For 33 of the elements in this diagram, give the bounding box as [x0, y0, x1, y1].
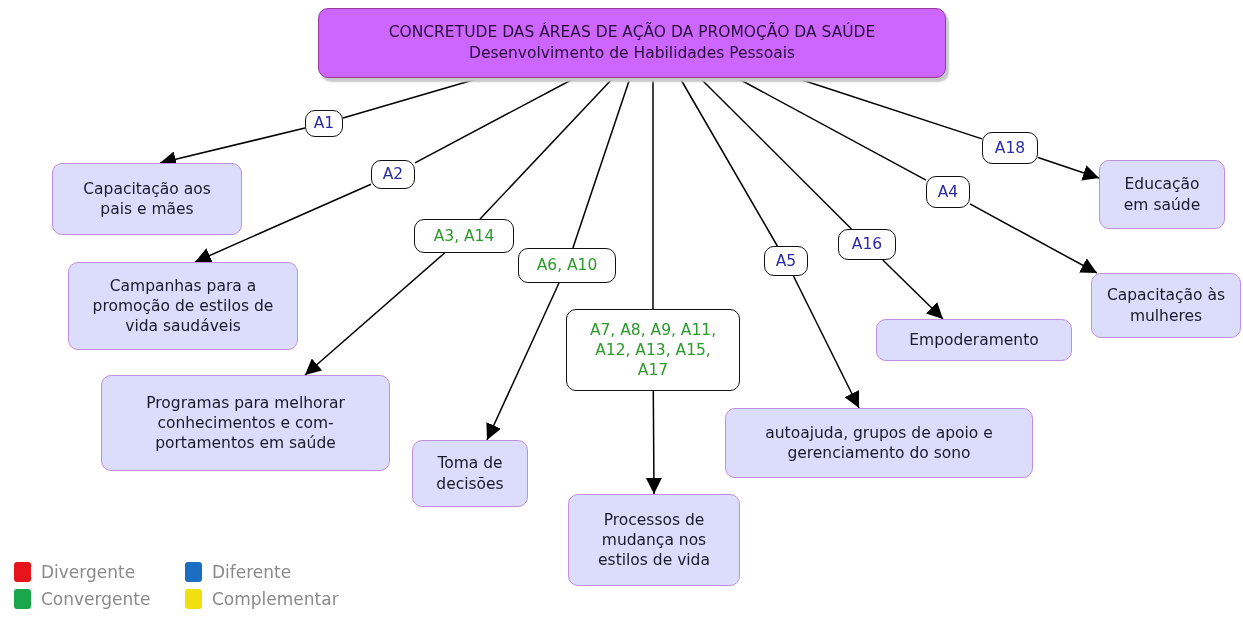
concept-box: Programas para melhorar conhecimentos e com- portamentos em saúde [101, 375, 390, 471]
connector-arrow [486, 282, 560, 441]
node-heading: CONCRETUDE DAS ÁREAS DE AÇÃO DA PROMOÇÃO DA SAÚDE [388, 22, 876, 43]
concept-box: Capacitação aos pais e mães [52, 163, 242, 235]
concept-box: Campanhas para a promoção de estilos de vida saudáveis [68, 262, 298, 350]
linking-phrase-box: A3, A14 [414, 219, 514, 253]
connector-arrow [882, 259, 944, 320]
linking-phrase-box: A16 [838, 229, 896, 260]
connector-arrow [969, 203, 1098, 274]
connector-arrow [792, 275, 860, 409]
legend-label: Complementar [212, 589, 339, 609]
concept-box: Toma de decisões [412, 440, 528, 507]
title-box [318, 8, 946, 78]
linking-phrase-box: A1 [305, 110, 343, 137]
connector-arrow [304, 252, 446, 376]
connector-arrow [194, 183, 372, 263]
linking-phrase-box: A18 [982, 132, 1038, 164]
connector-arrow [645, 390, 662, 495]
concept-box: autoajuda, grupos de apoio e gerenciamento do sono [725, 408, 1033, 478]
connector-arrow [1037, 156, 1100, 181]
linking-phrase-box: A5 [764, 246, 808, 276]
concept-box: Processos de mudança nos estilos de vida [568, 494, 740, 586]
legend-label: Diferente [212, 562, 292, 582]
legend-label: Divergente [41, 562, 136, 582]
linking-phrase-box: A7, A8, A9, A11, A12, A13, A15, A17 [566, 309, 740, 391]
linking-phrase-box: A2 [371, 160, 415, 189]
legend-label: Convergente [41, 589, 151, 609]
linking-phrase-box: A6, A10 [518, 248, 616, 283]
concept-box: Empoderamento [876, 319, 1072, 361]
linking-phrase-box: A4 [926, 176, 970, 208]
concept-box: Educação em saúde [1099, 160, 1225, 229]
node-subheading: Desenvolvimento de Habilidades Pessoais [468, 43, 796, 64]
concept-box: Capacitação às mulheres [1091, 273, 1241, 338]
